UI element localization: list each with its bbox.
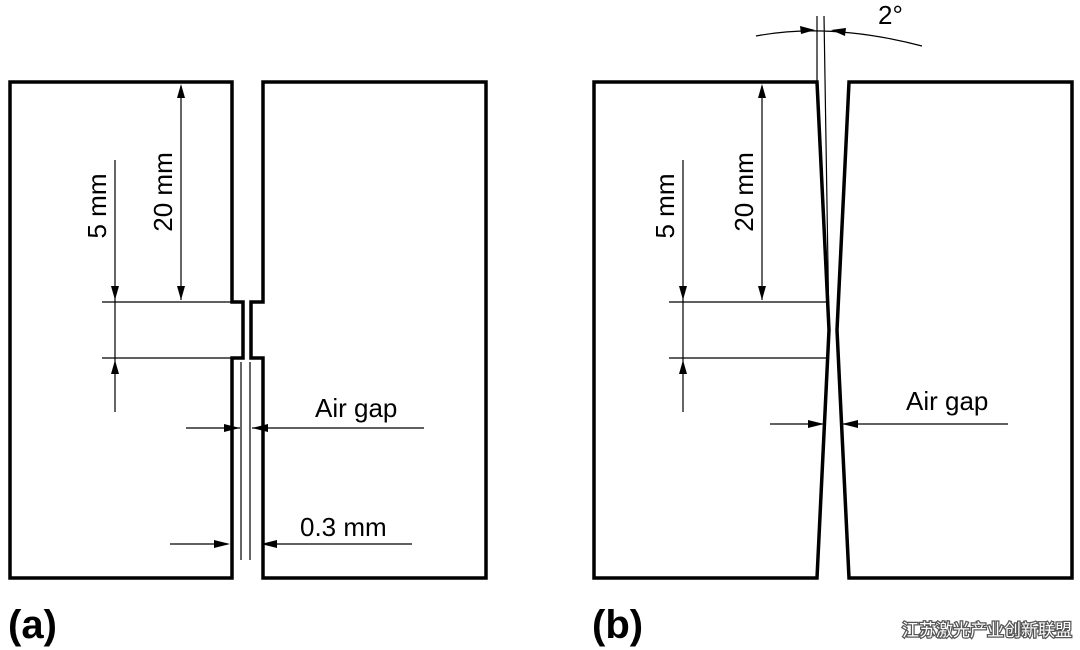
panel-b-arrow-5mm-bottom <box>679 360 687 374</box>
panel-b-label-angle: 2° <box>878 0 903 30</box>
panel-a-label-air-gap: Air gap <box>315 393 397 423</box>
panel-b-label-5mm: 5 mm <box>650 174 680 239</box>
panel-a-label: (a) <box>8 603 57 647</box>
panel-a-arrow-03mm-right <box>261 540 277 548</box>
panel-b-label-air-gap: Air gap <box>906 386 988 416</box>
panel-b-arrow-air-gap-left <box>808 420 824 428</box>
panel-a-arrow-air-gap-right <box>252 424 268 432</box>
panel-b-arrow-20mm-bottom <box>758 286 766 300</box>
panel-a-arrow-03mm-left <box>214 540 230 548</box>
panel-a-label-20mm: 20 mm <box>148 152 178 231</box>
panel-b-arrow-5mm-top <box>679 286 687 300</box>
panel-a-right-plate <box>249 80 488 580</box>
panel-a-arrow-5mm-bottom <box>111 360 119 374</box>
panel-a-label-5mm: 5 mm <box>82 174 112 239</box>
panel-b-label-20mm: 20 mm <box>729 152 759 231</box>
panel-b-right-plate <box>835 80 1074 580</box>
panel-b-arrow-20mm-top <box>758 84 766 98</box>
panel-a-arrow-5mm-top <box>111 286 119 300</box>
watermark-text: 江苏激光产业创新联盟 <box>902 621 1072 641</box>
panel-b-arrow-angle-right <box>831 28 846 36</box>
panel-b-angle-ref-line-tilted <box>823 15 830 331</box>
panel-a-left-plate <box>8 80 245 580</box>
panel-b: 2° 20 mm 5 mm Air gap (b) <box>592 0 1074 647</box>
panel-b-left-plate <box>592 80 831 580</box>
panel-b-arrow-air-gap-right <box>842 420 858 428</box>
panel-a-arrow-air-gap-left <box>224 424 240 432</box>
panel-a-arrow-20mm-bottom <box>177 286 185 300</box>
panel-b-arrow-angle-left <box>800 26 815 34</box>
panel-b-label: (b) <box>592 603 643 647</box>
panel-a-label-03mm: 0.3 mm <box>300 512 387 542</box>
panel-a-arrow-20mm-top <box>177 84 185 98</box>
panel-a: 20 mm 5 mm Air gap 0.3 mm (a) <box>8 80 488 647</box>
